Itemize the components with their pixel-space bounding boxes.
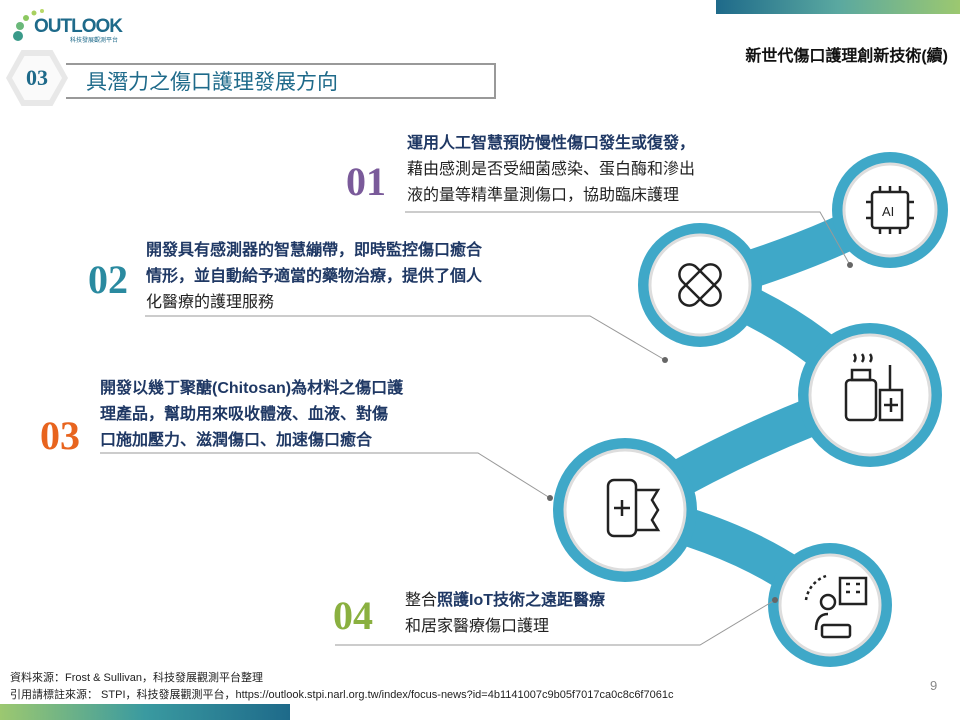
top-accent-bar [716, 0, 960, 14]
logo-dots-icon [13, 9, 44, 41]
item-line: 液的量等精準量測傷口，協助臨床護理 [407, 187, 680, 204]
item-line: 理產品，幫助用來吸收體液、血液、對傷 [100, 406, 389, 423]
source-text: 資料來源：Frost & Sullivan，科技發展觀測平台整理 [10, 672, 264, 684]
item-text-01: 運用人工智慧預防慢性傷口發生或復發， 藉由感測是否受細菌感染、蛋白酶和滲出 液的… [407, 131, 695, 209]
item-number-02: 02 [88, 257, 128, 302]
item-line: 口施加壓力、滋潤傷口、加速傷口癒合 [100, 432, 373, 449]
bandage-roll-icon [606, 478, 661, 538]
slide-title: 新世代傷口護理創新技術(續) [745, 48, 948, 65]
item-line: 藉由感測是否受細菌感染、蛋白酶和滲出 [407, 161, 696, 178]
logo-subtitle: 科技發展觀測平台 [70, 38, 119, 44]
item-line: 和居家醫療傷口護理 [405, 618, 550, 635]
section-title-box [66, 63, 496, 99]
item-line-bold: 照護IoT技術之遠距醫療 [437, 592, 606, 609]
item-line: 運用人工智慧預防慢性傷口發生或復發， [407, 135, 696, 152]
item-text-02: 開發具有感測器的智慧繃帶，即時監控傷口癒合 情形，並自動給予適當的藥物治療，提供… [146, 238, 482, 316]
medicine-bottle-icon [844, 353, 904, 422]
ai-chip-icon: AI [866, 186, 914, 234]
section-title: 具潛力之傷口護理發展方向 [86, 71, 338, 94]
bandage-icon [678, 263, 722, 307]
page-number: 9 [930, 678, 938, 693]
item-text-03: 開發以幾丁聚醣(Chitosan)為材料之傷口護 理產品，幫助用來吸收體液、血液… [100, 376, 403, 454]
citation-text: 引用請標註來源： STPI，科技發展觀測平台，https://outlook.s… [10, 689, 674, 701]
telemedicine-icon [804, 574, 868, 639]
svg-text:AI: AI [882, 204, 894, 219]
item-number-04: 04 [333, 593, 373, 638]
item-line: 開發具有感測器的智慧繃帶，即時監控傷口癒合 [146, 242, 483, 259]
item-line: 情形，並自動給予適當的藥物治療，提供了個人 [146, 268, 483, 285]
item-line: 化醫療的護理服務 [146, 294, 275, 311]
bottom-accent-bar [0, 704, 290, 720]
logo-text: OUTLOOK [34, 16, 123, 37]
item-line: 開發以幾丁聚醣(Chitosan)為材料之傷口護 [100, 380, 404, 397]
item-number-03: 03 [40, 413, 80, 458]
footer-source: 資料來源：Frost & Sullivan，科技發展觀測平台整理 引用請標註來源… [10, 670, 673, 704]
item-text-04: 整合照護IoT技術之遠距醫療 和居家醫療傷口護理 [405, 588, 605, 640]
item-number-01: 01 [346, 159, 386, 204]
item-line-prefix: 整合 [405, 592, 438, 609]
